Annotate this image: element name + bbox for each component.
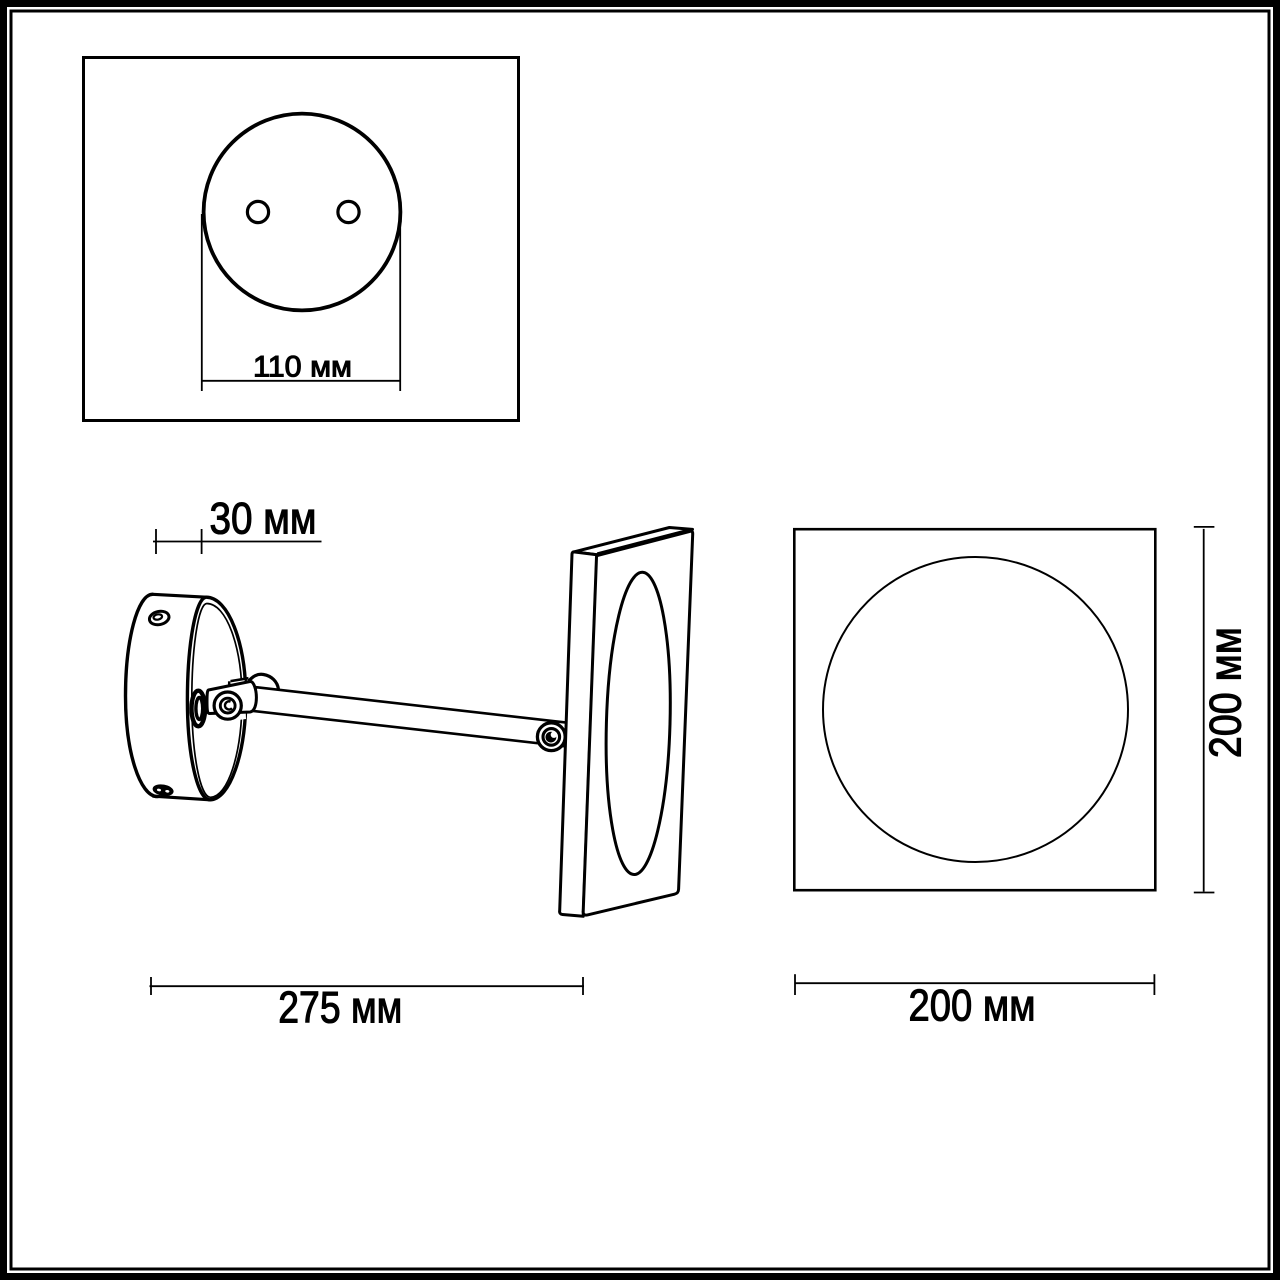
svg-text:110 мм: 110 мм [253, 350, 352, 383]
svg-text:200 мм: 200 мм [909, 982, 1036, 1031]
svg-text:200 мм: 200 мм [1202, 627, 1251, 758]
svg-text:275 мм: 275 мм [278, 983, 402, 1032]
svg-text:30 мм: 30 мм [210, 494, 317, 543]
